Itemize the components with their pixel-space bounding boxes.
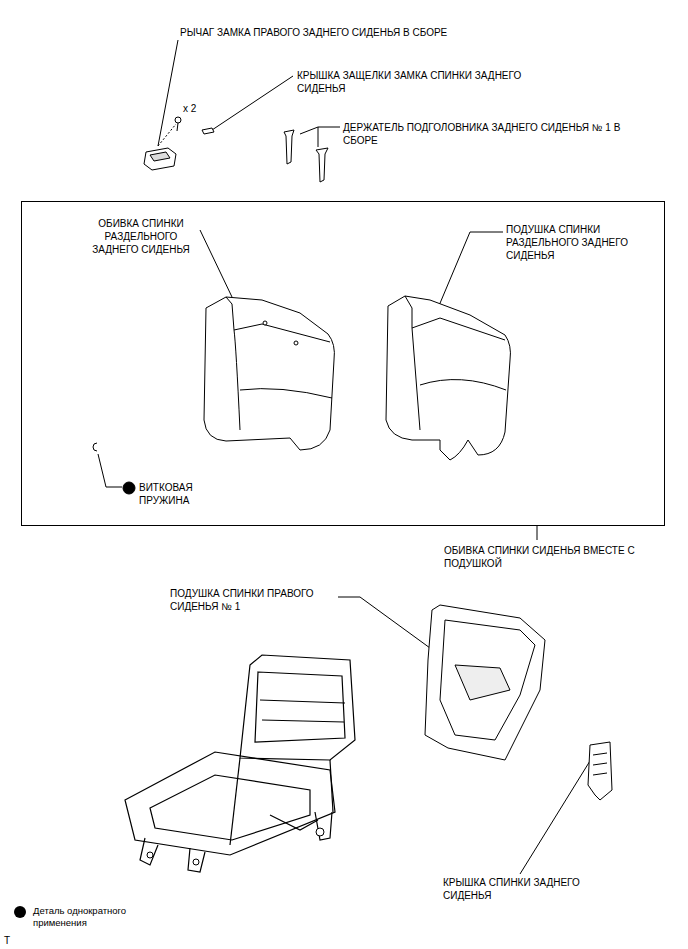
part-name: ПОДУШКА СПИНКИ РАЗДЕЛЬНОГО ЗАДНЕГО СИДЕН… <box>506 223 651 262</box>
group-name: ОБИВКА СПИНКИ СИДЕНЬЯ ВМЕСТЕ С ПОДУШКОЙ <box>444 544 684 570</box>
page-mark: T <box>4 934 10 947</box>
legend-dot <box>14 906 26 918</box>
part-name: ПОДУШКА СПИНКИ ПРАВОГО СИДЕНЬЯ № 1 <box>170 587 340 613</box>
part-name: КРЫШКА СПИНКИ ЗАДНЕГО СИДЕНЬЯ <box>443 876 603 902</box>
part-name: ДЕРЖАТЕЛЬ ПОДГОЛОВНИКА ЗАДНЕГО СИДЕНЬЯ №… <box>343 121 628 147</box>
part-name: РЫЧАГ ЗАМКА ПРАВОГО ЗАДНЕГО СИДЕНЬЯ В СБ… <box>180 26 447 39</box>
quantity-note: x 2 <box>183 102 196 115</box>
part-name: КРЫШКА ЗАЩЕЛКИ ЗАМКА СПИНКИ ЗАДНЕГО СИДЕ… <box>297 69 559 95</box>
part-name: ВИТКОВАЯ ПРУЖИНА <box>139 481 219 507</box>
legend-text: Деталь однократного применения <box>33 905 158 929</box>
part-name: ОБИВКА СПИНКИ РАЗДЕЛЬНОГО ЗАДНЕГО СИДЕНЬ… <box>82 217 200 256</box>
